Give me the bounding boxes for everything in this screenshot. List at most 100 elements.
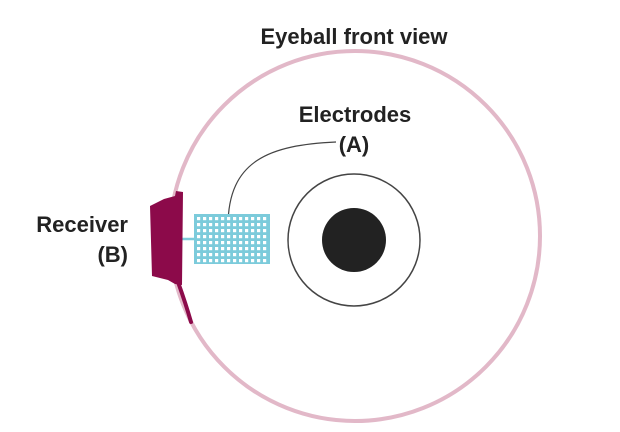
electrode-dot <box>233 217 237 221</box>
electrode-dot <box>209 223 213 227</box>
electrode-dot <box>203 217 207 221</box>
electrode-dot <box>239 217 243 221</box>
electrode-dot <box>227 241 231 245</box>
electrode-dot <box>203 253 207 257</box>
electrode-dot <box>221 241 225 245</box>
electrode-dot <box>221 247 225 251</box>
electrode-dot <box>215 217 219 221</box>
electrode-dot <box>251 235 255 239</box>
electrode-dot <box>245 217 249 221</box>
electrode-dot <box>203 235 207 239</box>
electrode-dot <box>257 247 261 251</box>
electrode-dot <box>215 259 219 263</box>
electrode-dot <box>245 241 249 245</box>
electrode-dot <box>239 229 243 233</box>
electrode-dot <box>257 235 261 239</box>
receiver-device <box>150 191 193 324</box>
electrode-dot <box>209 259 213 263</box>
electrode-dot <box>233 241 237 245</box>
electrode-dot <box>227 247 231 251</box>
electrode-dot <box>197 229 201 233</box>
electrode-dot <box>245 235 249 239</box>
electrode-dot <box>263 253 267 257</box>
electrode-dot <box>203 223 207 227</box>
electrode-dot <box>197 235 201 239</box>
electrode-dot <box>233 235 237 239</box>
electrode-dot <box>239 241 243 245</box>
electrode-dot <box>233 259 237 263</box>
electrode-dot <box>245 223 249 227</box>
electrode-dot <box>203 241 207 245</box>
electrode-dot <box>245 259 249 263</box>
electrode-dot <box>227 253 231 257</box>
electrode-dot <box>245 229 249 233</box>
electrode-dot <box>263 223 267 227</box>
electrode-dot <box>227 259 231 263</box>
electrode-dot <box>233 247 237 251</box>
receiver-label-letter: (B) <box>97 242 128 267</box>
electrode-dot <box>251 241 255 245</box>
electrode-dot <box>251 229 255 233</box>
electrode-dot <box>197 223 201 227</box>
electrode-dot <box>257 229 261 233</box>
electrode-dot <box>251 223 255 227</box>
electrodes-leader-line <box>227 141 337 227</box>
electrode-dot <box>239 259 243 263</box>
electrode-dot <box>239 253 243 257</box>
electrode-dot <box>221 235 225 239</box>
electrode-dot <box>203 259 207 263</box>
electrode-dot <box>245 247 249 251</box>
electrode-dot <box>227 235 231 239</box>
electrode-dot <box>257 241 261 245</box>
electrode-dot <box>239 247 243 251</box>
electrode-dot <box>263 241 267 245</box>
electrode-dot <box>263 247 267 251</box>
electrode-dot <box>245 253 249 257</box>
electrode-dot <box>251 259 255 263</box>
electrode-dot <box>221 217 225 221</box>
electrode-array <box>194 214 270 264</box>
electrode-dot <box>233 223 237 227</box>
electrode-dot <box>203 229 207 233</box>
electrode-dot <box>209 229 213 233</box>
electrode-dot <box>251 217 255 221</box>
electrode-dot <box>227 223 231 227</box>
electrode-dot <box>215 229 219 233</box>
electrode-dot <box>209 217 213 221</box>
electrode-dot-grid <box>197 217 267 263</box>
electrode-dot <box>221 259 225 263</box>
electrode-dot <box>215 223 219 227</box>
electrode-array-body <box>194 214 270 264</box>
electrode-dot <box>239 235 243 239</box>
electrode-dot <box>215 247 219 251</box>
electrode-dot <box>251 247 255 251</box>
electrode-dot <box>197 241 201 245</box>
electrode-dot <box>197 217 201 221</box>
electrode-dot <box>209 253 213 257</box>
electrode-dot <box>263 217 267 221</box>
electrodes-label-letter: (A) <box>339 132 370 157</box>
electrode-dot <box>257 253 261 257</box>
electrode-dot <box>221 223 225 227</box>
electrode-dot <box>227 229 231 233</box>
electrode-dot <box>215 235 219 239</box>
electrode-dot <box>209 235 213 239</box>
electrode-dot <box>221 253 225 257</box>
electrode-dot <box>257 217 261 221</box>
electrode-dot <box>257 223 261 227</box>
electrode-dot <box>197 247 201 251</box>
electrode-dot <box>203 247 207 251</box>
receiver-label: Receiver <box>36 212 128 237</box>
electrode-dot <box>215 253 219 257</box>
electrode-dot <box>263 229 267 233</box>
receiver-body <box>150 191 183 285</box>
electrode-dot <box>263 259 267 263</box>
electrode-dot <box>233 229 237 233</box>
diagram-title: Eyeball front view <box>260 24 448 49</box>
pupil <box>322 208 386 272</box>
electrode-dot <box>251 253 255 257</box>
electrode-dot <box>215 241 219 245</box>
electrode-dot <box>209 247 213 251</box>
electrode-dot <box>221 229 225 233</box>
